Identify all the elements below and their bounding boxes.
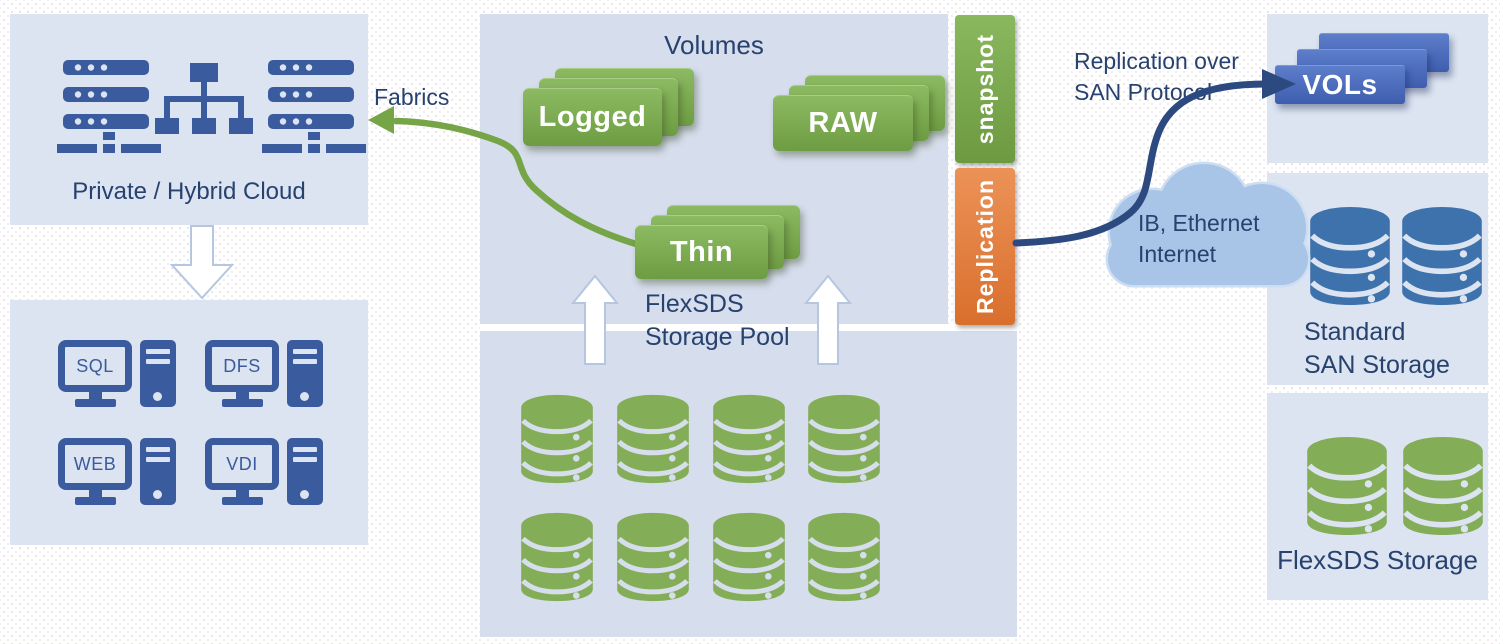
computer-label: VDI bbox=[226, 453, 258, 474]
private-cloud-label: Private / Hybrid Cloud bbox=[72, 178, 306, 205]
tower-icon bbox=[140, 438, 176, 505]
vols-label: VOLs bbox=[1302, 69, 1378, 100]
database-icon bbox=[1402, 207, 1482, 305]
flexsds-storage-box: FlexSDS Storage bbox=[1267, 393, 1488, 600]
database-icon bbox=[808, 512, 880, 602]
cloud-label: IB, Ethernet Internet bbox=[1138, 210, 1260, 267]
computer-label: DFS bbox=[223, 355, 261, 376]
database-icon bbox=[808, 394, 880, 484]
computer-label: SQL bbox=[76, 355, 114, 376]
replication-tab: Replication bbox=[955, 168, 1015, 325]
flexsds-storage-label: FlexSDS Storage bbox=[1277, 545, 1478, 575]
apps-box: SQL DFS WEB VDI bbox=[10, 300, 368, 545]
storage-pool-label: FlexSDS Storage Pool bbox=[645, 290, 790, 351]
tower-icon bbox=[287, 438, 323, 505]
database-icon bbox=[617, 394, 689, 484]
computer-icon-dfs: DFS bbox=[205, 340, 323, 412]
raw-label: RAW bbox=[808, 107, 878, 139]
database-icon bbox=[521, 512, 593, 602]
snapshot-tab: snapshot bbox=[955, 15, 1015, 163]
monitor-icon: VDI bbox=[205, 438, 279, 490]
volumes-title: Volumes bbox=[664, 30, 764, 60]
database-icon bbox=[1403, 437, 1483, 535]
thin-label: Thin bbox=[669, 236, 734, 268]
raw-volume-stack: RAW bbox=[773, 75, 949, 151]
monitor-icon: DFS bbox=[205, 340, 279, 392]
standard-san-box: Standard SAN Storage bbox=[1267, 173, 1488, 385]
logged-label: Logged bbox=[538, 101, 647, 133]
tower-icon bbox=[287, 340, 323, 407]
monitor-icon: WEB bbox=[58, 438, 132, 490]
database-icon bbox=[713, 512, 785, 602]
down-arrow bbox=[169, 225, 235, 300]
server-rack-icon bbox=[57, 60, 161, 153]
replication-over-san-label: Replication over SAN Protocol bbox=[1074, 48, 1239, 105]
database-icon bbox=[1310, 207, 1390, 305]
thin-volume-stack: Thin bbox=[635, 205, 804, 279]
computer-icon-vdi: VDI bbox=[205, 438, 323, 510]
database-icon bbox=[617, 512, 689, 602]
standard-san-label: Standard SAN Storage bbox=[1304, 318, 1450, 379]
server-rack-icon bbox=[262, 60, 366, 153]
logged-volume-stack: Logged bbox=[523, 68, 698, 146]
network-tree-icon bbox=[155, 63, 253, 134]
database-icon bbox=[1307, 437, 1387, 535]
database-icon bbox=[521, 394, 593, 484]
database-icon bbox=[713, 394, 785, 484]
fabrics-label: Fabrics bbox=[374, 84, 450, 110]
computer-icon-web: WEB bbox=[58, 438, 176, 510]
computer-icon-sql: SQL bbox=[58, 340, 176, 412]
computer-label: WEB bbox=[73, 453, 117, 474]
storage-pool-box bbox=[480, 331, 1017, 637]
tower-icon bbox=[140, 340, 176, 407]
vols-stack: VOLs bbox=[1275, 33, 1453, 104]
private-cloud-box: Private / Hybrid Cloud bbox=[10, 14, 368, 225]
monitor-icon: SQL bbox=[58, 340, 132, 392]
